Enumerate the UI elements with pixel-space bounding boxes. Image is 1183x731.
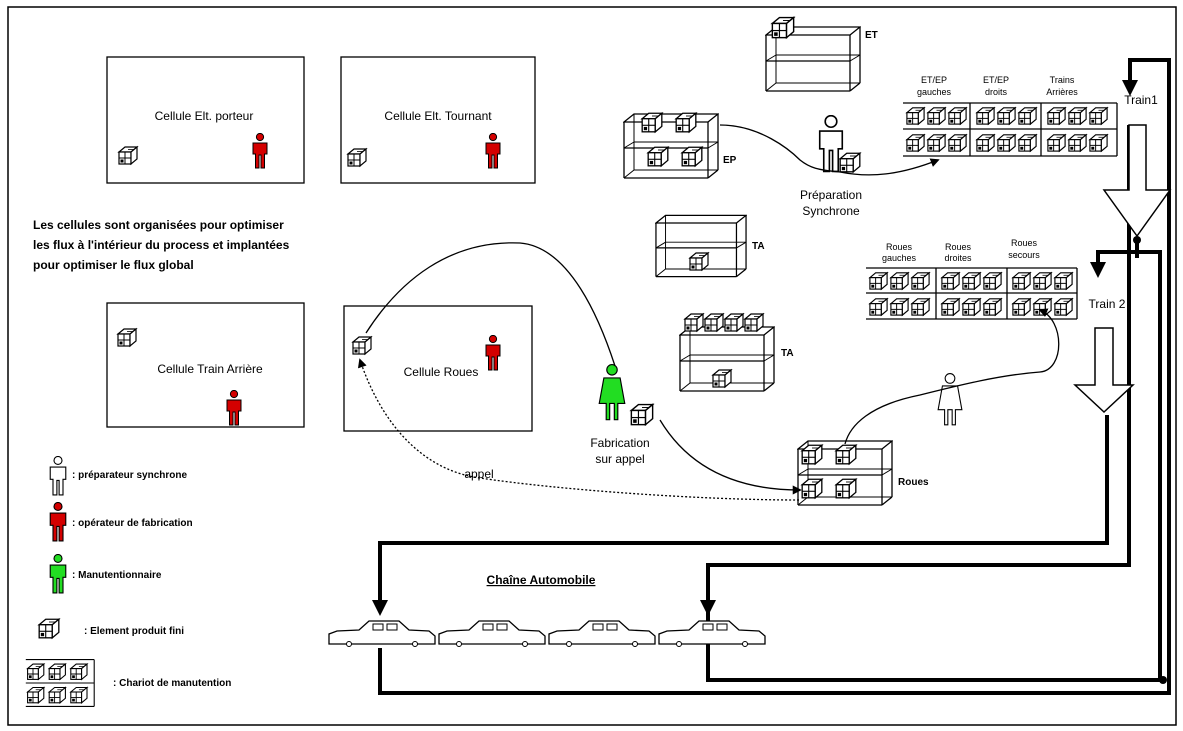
cell-porteur-label: Cellule Elt. porteur — [155, 109, 254, 123]
shelf-roues-label: Roues — [898, 477, 929, 488]
rack2-col3-line1: Roues — [1011, 238, 1038, 248]
junction-dot — [1159, 676, 1167, 684]
cell-tournant-label: Cellule Elt. Tournant — [384, 109, 492, 123]
rack1-col1-line2: gauches — [917, 87, 952, 97]
cell-train-arriere: Cellule Train Arrière — [107, 303, 304, 427]
cell-tournant: Cellule Elt. Tournant — [341, 57, 535, 183]
box-icon — [631, 405, 652, 425]
rack2-col1-line1: Roues — [886, 242, 913, 252]
train1-label: Train1 — [1124, 93, 1158, 107]
rack1-col2-line1: ET/EP — [983, 75, 1009, 85]
preparation-line-1: Préparation — [800, 188, 862, 202]
box-icon — [119, 147, 137, 164]
legend-label-1: : préparateur synchrone — [72, 470, 187, 481]
rack2-col1-line2: gauches — [882, 253, 917, 263]
fabrication-line-2: sur appel — [595, 452, 644, 466]
box-icon — [648, 147, 668, 166]
preparation-line-2: Synchrone — [802, 204, 860, 218]
box-icon — [840, 153, 860, 172]
rack1-col3-line1: Trains — [1050, 75, 1075, 85]
cart-icon — [26, 660, 94, 707]
chain-title: Chaîne Automobile — [487, 573, 596, 587]
shelf-ep-label: EP — [723, 155, 737, 166]
box-icon — [745, 314, 763, 331]
shelf-et-label: ET — [865, 30, 878, 41]
box-icon — [802, 445, 822, 464]
shelf-ta-2-label: TA — [781, 348, 794, 359]
cell-roues-label: Cellule Roues — [404, 365, 479, 379]
legend-label-5: : Chariot de manutention — [113, 678, 231, 689]
box-icon — [39, 619, 59, 638]
legend-label-2: : opérateur de fabrication — [72, 518, 193, 529]
intro-line-3: pour optimiser le flux global — [33, 258, 194, 272]
legend-label-4: : Element produit fini — [84, 626, 184, 637]
rack2-col2-line1: Roues — [945, 242, 972, 252]
box-icon — [802, 479, 822, 498]
train2-label: Train 2 — [1089, 297, 1126, 311]
box-icon — [685, 314, 703, 331]
box-icon — [682, 147, 702, 166]
legend-label-3: : Manutentionnaire — [72, 570, 162, 581]
box-icon — [772, 18, 793, 38]
box-icon — [836, 445, 856, 464]
shelf-ta-1-label: TA — [752, 241, 765, 252]
rack2-col2-line2: droites — [944, 253, 972, 263]
box-icon — [690, 253, 708, 270]
box-icon — [676, 113, 696, 132]
rack1-col3-line2: Arrières — [1046, 87, 1078, 97]
rack1-col2-line2: droits — [985, 87, 1008, 97]
box-icon — [642, 113, 662, 132]
rack1-col1-line1: ET/EP — [921, 75, 947, 85]
box-icon — [348, 149, 366, 166]
box-icon — [118, 329, 136, 346]
intro-line-1: Les cellules sont organisées pour optimi… — [33, 218, 284, 232]
intro-line-2: les flux à l'intérieur du process et imp… — [33, 238, 290, 252]
cell-train-arriere-label: Cellule Train Arrière — [157, 362, 263, 376]
box-icon — [836, 479, 856, 498]
box-icon — [705, 314, 723, 331]
cell-porteur: Cellule Elt. porteur — [107, 57, 304, 183]
box-icon — [353, 337, 371, 354]
box-icon — [713, 370, 731, 387]
fabrication-line-1: Fabrication — [590, 436, 649, 450]
rack2-col3-line2: secours — [1008, 250, 1040, 260]
box-icon — [725, 314, 743, 331]
appel-label: appel — [464, 467, 493, 481]
